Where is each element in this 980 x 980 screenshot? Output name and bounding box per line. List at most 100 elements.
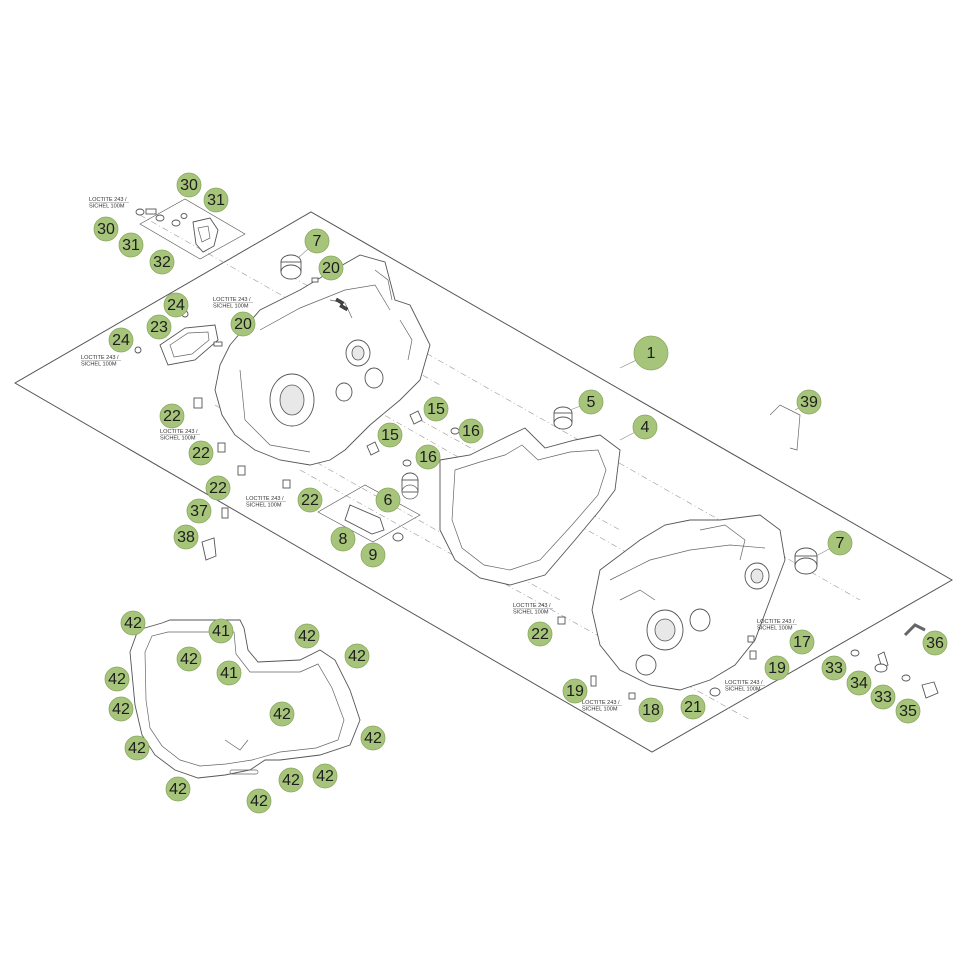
loctite-note: LOCTITE 243 /SICHEL 100M: [160, 429, 200, 442]
assembly-frame: [14, 211, 954, 753]
callout-20: 20: [318, 255, 344, 281]
callout-24: 24: [163, 292, 189, 318]
callout-22: 22: [159, 403, 185, 429]
callout-number: 41: [212, 623, 230, 640]
callout-number: 20: [322, 260, 340, 277]
callout-15: 15: [377, 422, 403, 448]
loctite-note-line: LOCTITE 243 /: [89, 197, 127, 203]
callout-17: 17: [789, 629, 815, 655]
callout-bubble: [562, 678, 588, 704]
callout-number: 6: [384, 492, 393, 509]
loctite-note: LOCTITE 243 /SICHEL 100M: [213, 297, 253, 310]
callout-38: 38: [173, 524, 199, 550]
loctite-note: LOCTITE 243 /SICHEL 100M: [81, 355, 121, 368]
loctite-note-line: LOCTITE 243 /: [513, 603, 551, 609]
callout-number: 22: [192, 445, 210, 462]
lower-gasket-41: [129, 619, 361, 779]
loctite-note-line: SICHEL 100M: [513, 610, 549, 616]
callout-number: 42: [112, 701, 130, 718]
callout-18: 18: [638, 697, 664, 723]
center-hardware: [317, 410, 460, 543]
callout-number: 23: [150, 319, 168, 336]
loctite-note: LOCTITE 243 /SICHEL 100M: [89, 197, 129, 210]
callout-number: 32: [153, 254, 171, 271]
callout-16: 16: [458, 418, 484, 444]
loctite-note-line: SICHEL 100M: [725, 687, 761, 693]
callout-42: 42: [124, 735, 150, 761]
callout-bubble: [638, 697, 664, 723]
callout-16: 16: [415, 444, 441, 470]
loctite-note-line: LOCTITE 243 /: [582, 700, 620, 706]
callout-bubble: [415, 444, 441, 470]
callout-bubble: [827, 530, 853, 556]
callout-bubble: [922, 630, 948, 656]
callout-bubble: [146, 314, 172, 340]
callout-19: 19: [764, 655, 790, 681]
loctite-note-line: LOCTITE 243 /: [160, 429, 198, 435]
callout-19: 19: [562, 678, 588, 704]
callout-bubble: [846, 670, 872, 696]
loctite-note-line: SICHEL 100M: [89, 204, 125, 210]
callout-number: 19: [768, 660, 786, 677]
loctite-note-line: LOCTITE 243 /: [246, 496, 284, 502]
callout-42: 42: [176, 646, 202, 672]
callout-42: 42: [104, 666, 130, 692]
callout-number: 16: [462, 423, 480, 440]
callout-30: 30: [93, 216, 119, 242]
callout-8: 8: [330, 526, 356, 552]
loctite-note-line: SICHEL 100M: [757, 626, 793, 632]
callout-bubble: [633, 335, 669, 371]
callout-bubble: [578, 389, 604, 415]
callout-number: 7: [836, 535, 845, 552]
callout-bubble: [318, 255, 344, 281]
callout-42: 42: [344, 643, 370, 669]
callout-bubble: [269, 701, 295, 727]
callout-bubble: [163, 292, 189, 318]
callout-bubble: [294, 623, 320, 649]
callout-22: 22: [205, 475, 231, 501]
callout-31: 31: [203, 187, 229, 213]
callout-bubble: [895, 698, 921, 724]
callout-bubble: [423, 396, 449, 422]
callout-bubble: [632, 414, 658, 440]
callout-bubble: [312, 763, 338, 789]
callout-number: 42: [282, 772, 300, 789]
callout-number: 38: [177, 529, 195, 546]
callout-bubble: [188, 440, 214, 466]
callout-42: 42: [120, 610, 146, 636]
loctite-note-line: LOCTITE 243 /: [213, 297, 251, 303]
callout-number: 37: [190, 503, 208, 520]
callout-41: 41: [208, 618, 234, 644]
callout-1: 1: [633, 335, 669, 371]
right-crankcase-half: [591, 514, 786, 691]
callout-bubble: [330, 526, 356, 552]
callout-bubble: [208, 618, 234, 644]
callout-bubble: [186, 498, 212, 524]
callout-number: 42: [169, 781, 187, 798]
callout-42: 42: [360, 725, 386, 751]
callout-number: 19: [566, 683, 584, 700]
callout-number: 16: [419, 449, 437, 466]
loctite-note: LOCTITE 243 /SICHEL 100M: [513, 603, 553, 616]
callout-number: 22: [163, 408, 181, 425]
callout-36: 36: [922, 630, 948, 656]
callout-bubble: [216, 660, 242, 686]
callout-bubble: [149, 249, 175, 275]
callout-bubble: [118, 232, 144, 258]
callout-bubble: [120, 610, 146, 636]
callout-15: 15: [423, 396, 449, 422]
callout-7: 7: [304, 228, 330, 254]
callout-number: 9: [369, 547, 378, 564]
callout-42: 42: [278, 767, 304, 793]
callout-bubble: [297, 487, 323, 513]
callout-number: 21: [684, 699, 702, 716]
callout-bubble: [764, 655, 790, 681]
wire-clip-39: [769, 404, 801, 451]
callout-number: 42: [128, 740, 146, 757]
callout-number: 22: [301, 492, 319, 509]
callout-22: 22: [297, 487, 323, 513]
callout-number: 22: [209, 480, 227, 497]
sensor-subframe: [139, 198, 246, 260]
